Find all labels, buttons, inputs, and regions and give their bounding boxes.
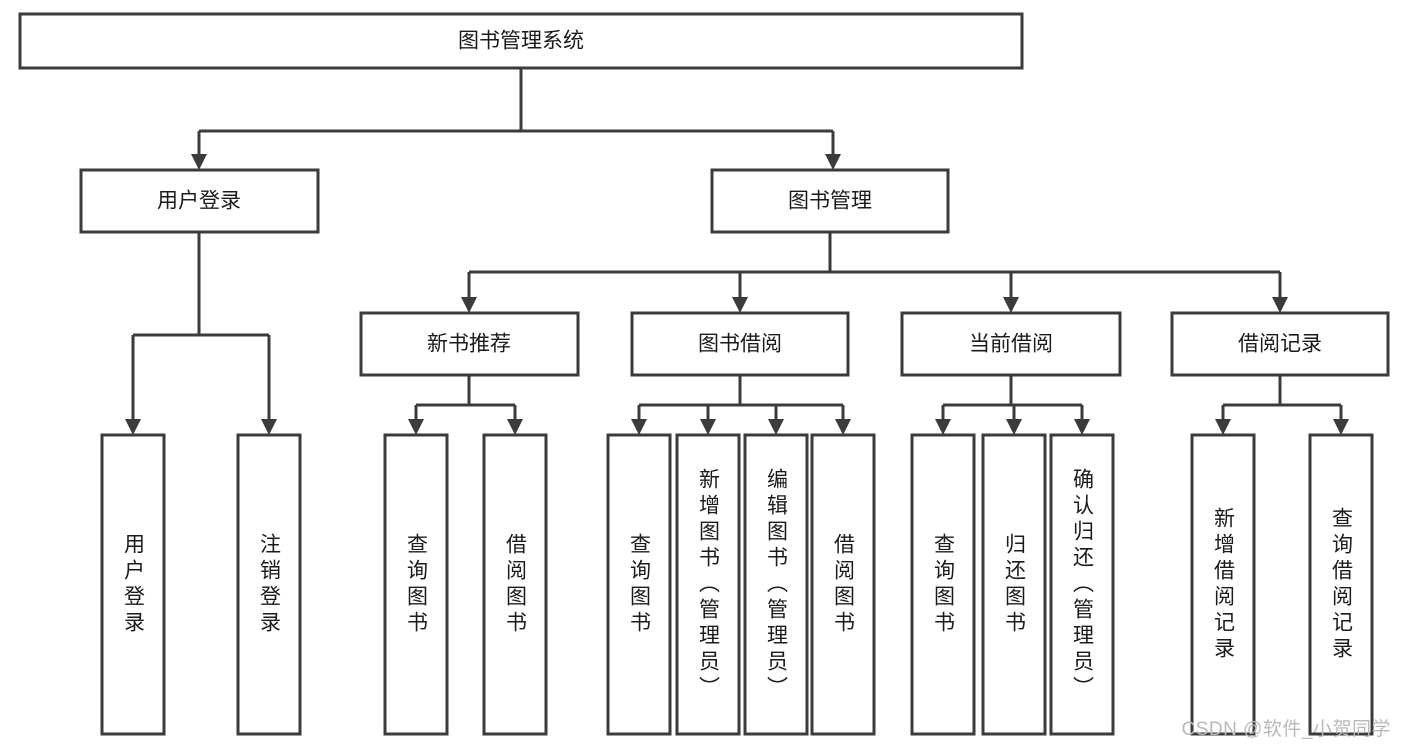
arrow-to-leaf-query-book-3 [935, 419, 951, 435]
arrow-to-leaf-borrow-book-1 [507, 419, 523, 435]
connector-book-borrow-to-leaves [631, 375, 851, 435]
arrow-to-leaf-add-book [700, 419, 716, 435]
leaf-confirm-return-box[interactable] [1049, 433, 1115, 736]
node-book-borrow[interactable]: 图书借阅 [630, 311, 850, 377]
arrow-to-user-login [191, 154, 207, 170]
arrow-to-current-borrow [1003, 297, 1019, 313]
node-root[interactable]: 图书管理系统 [18, 12, 1024, 70]
arrow-to-leaf-borrow-book-2 [835, 419, 851, 435]
leaf-query-book-1-box[interactable] [383, 433, 449, 736]
node-current-borrow-label: 当前借阅 [969, 333, 1053, 356]
arrow-to-borrow-record [1272, 297, 1288, 313]
arrow-to-leaf-query-book-2 [631, 419, 647, 435]
arrow-to-leaf-add-record [1215, 419, 1231, 435]
node-current-borrow[interactable]: 当前借阅 [900, 311, 1122, 377]
leaf-query-book-2-box[interactable] [606, 433, 672, 736]
node-borrow-record[interactable]: 借阅记录 [1170, 311, 1390, 377]
arrow-to-leaf-edit-book [768, 419, 784, 435]
leaf-add-record-box[interactable] [1190, 433, 1256, 736]
connector-user-login-to-leaves [125, 232, 277, 435]
node-book-borrow-box[interactable] [630, 311, 850, 377]
node-new-book-recommend-label: 新书推荐 [427, 333, 511, 356]
node-root-label: 图书管理系统 [458, 30, 584, 53]
leaf-edit-book-box[interactable] [743, 433, 809, 736]
leaf-user-login-box[interactable] [100, 433, 166, 736]
arrow-to-leaf-user-login [125, 419, 141, 435]
arrow-to-leaf-query-book-1 [408, 419, 424, 435]
arrow-to-book-borrow [732, 297, 748, 313]
arrow-to-leaf-return-book [1006, 419, 1022, 435]
arrow-to-book-management [825, 154, 841, 170]
node-borrow-record-label: 借阅记录 [1238, 333, 1322, 356]
connector-book-management-to-level3 [461, 232, 1288, 313]
connector-root-to-level2 [191, 68, 841, 170]
connector-new-book-recommend-to-leaves [408, 375, 523, 435]
leaf-add-book-box[interactable] [675, 433, 741, 736]
leaf-boxes [100, 433, 1374, 736]
arrow-to-leaf-confirm-return [1074, 419, 1090, 435]
leaf-query-book-3-box[interactable] [910, 433, 976, 736]
csdn-watermark: CSDN @软件_小贺同学 [1181, 719, 1391, 740]
connector-borrow-record-to-leaves [1215, 375, 1349, 435]
arrow-to-leaf-logout [261, 419, 277, 435]
node-book-management-box[interactable] [710, 168, 950, 234]
node-root-box[interactable] [18, 12, 1024, 70]
node-book-borrow-label: 图书借阅 [698, 333, 782, 356]
leaf-borrow-book-2-box[interactable] [810, 433, 876, 736]
node-user-login[interactable]: 用户登录 [79, 168, 320, 234]
leaf-logout-box[interactable] [236, 433, 302, 736]
leaf-return-book-box[interactable] [981, 433, 1047, 736]
node-book-management[interactable]: 图书管理 [710, 168, 950, 234]
arrow-to-leaf-query-record [1333, 419, 1349, 435]
node-new-book-recommend-box[interactable] [359, 311, 580, 377]
node-book-management-label: 图书管理 [788, 190, 872, 213]
node-new-book-recommend[interactable]: 新书推荐 [359, 311, 580, 377]
connector-current-borrow-to-leaves [935, 375, 1090, 435]
leaf-query-record-box[interactable] [1308, 433, 1374, 736]
node-user-login-box[interactable] [79, 168, 320, 234]
leaf-borrow-book-1-box[interactable] [482, 433, 548, 736]
node-borrow-record-box[interactable] [1170, 311, 1390, 377]
node-current-borrow-box[interactable] [900, 311, 1122, 377]
node-user-login-label: 用户登录 [157, 190, 241, 213]
arrow-to-new-book-recommend [461, 297, 477, 313]
